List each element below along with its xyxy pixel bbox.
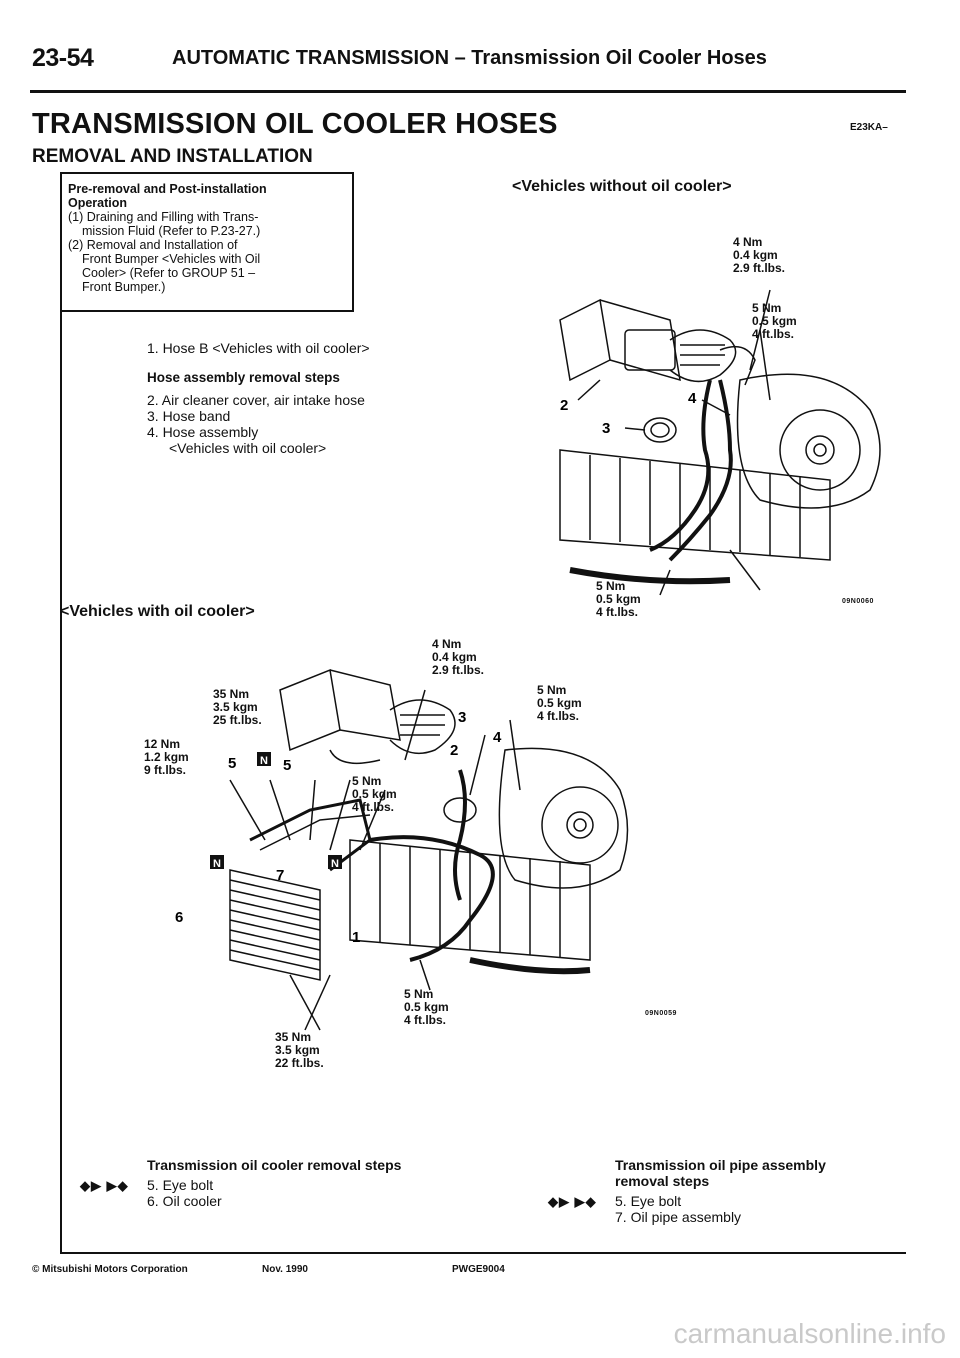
pipe-step-5: 5. Eye bolt [615, 1193, 682, 1209]
bottom-diagram-caption: <Vehicles with oil cooler> [60, 603, 255, 620]
bottom-label-6: 6 [175, 909, 183, 926]
running-title: AUTOMATIC TRANSMISSION – Transmission Oi… [172, 47, 767, 69]
footer-date: Nov. 1990 [262, 1264, 308, 1275]
step-1: 1. Hose B <Vehicles with oil cooler> [147, 340, 370, 356]
torque-value: 4 ft.lbs. [752, 327, 795, 341]
box-item2-line1: (2) Removal and Installation of [68, 238, 238, 252]
cooler-removal-steps: Transmission oil cooler removal steps 5.… [147, 1157, 401, 1209]
box-title-line2: Operation [68, 196, 128, 210]
step-4-note: <Vehicles with oil cooler> [169, 440, 327, 456]
box-item2-line3: Cooler> (Refer to GROUP 51 – [82, 266, 256, 280]
torque-value: 0.4 kgm [733, 248, 778, 262]
bottom-label-7: 7 [276, 867, 284, 884]
bottom-label-1: 1 [352, 929, 360, 946]
torque-value: 0.5 kgm [752, 314, 797, 328]
box-title-line1: Pre-removal and Post-installation [68, 182, 267, 196]
box-item1-line1: (1) Draining and Filling with Trans- [68, 210, 259, 224]
bottom-torque-b: 35 Nm 3.5 kgm 25 ft.lbs. [213, 688, 262, 727]
box-item1-line2: mission Fluid (Refer to P.23-27.) [82, 224, 261, 238]
top-torque-a: 4 Nm 0.4 kgm 2.9 ft.lbs. [733, 236, 785, 275]
bottom-label-5a: 5 [228, 755, 236, 772]
watermark: carmanualsonline.info [673, 1318, 946, 1349]
torque-value: 35 Nm [213, 687, 250, 701]
torque-value: 12 Nm [144, 737, 181, 751]
hose-assembly-heading: Hose assembly removal steps [147, 370, 340, 385]
left-margin-rule [60, 172, 62, 1252]
footer-copyright: © Mitsubishi Motors Corporation [32, 1264, 188, 1275]
top-label-2: 2 [560, 397, 568, 414]
torque-value: 4 ft.lbs. [537, 709, 580, 723]
torque-value: 3.5 kgm [213, 700, 258, 714]
top-label-3: 3 [602, 420, 610, 437]
marker-n-3: N [331, 858, 339, 870]
bottom-diagram-code: 09N0059 [645, 1010, 677, 1017]
removal-installation-symbol-right: ◆▶ ▶◆ [548, 1194, 597, 1209]
section-code: E23KA– [850, 122, 888, 133]
footer-code: PWGE9004 [452, 1264, 505, 1275]
torque-value: 0.5 kgm [352, 787, 397, 801]
pipe-removal-heading-line1: Transmission oil pipe assembly [615, 1157, 826, 1173]
torque-value: 4 Nm [733, 235, 763, 249]
torque-value: 3.5 kgm [275, 1043, 320, 1057]
top-label-4: 4 [688, 390, 697, 407]
torque-value: 4 ft.lbs. [404, 1013, 447, 1027]
torque-value: 35 Nm [275, 1030, 312, 1044]
torque-value: 9 ft.lbs. [144, 763, 187, 777]
torque-value: 5 Nm [752, 301, 782, 315]
top-diagram-caption: <Vehicles without oil cooler> [512, 178, 732, 195]
pipe-removal-heading-line2: removal steps [615, 1173, 710, 1189]
page-number: 23-54 [32, 44, 94, 72]
torque-value: 0.5 kgm [596, 592, 641, 606]
removal-installation-symbol-left: ◆▶ ▶◆ [80, 1178, 129, 1193]
torque-value: 2.9 ft.lbs. [432, 663, 485, 677]
torque-value: 5 Nm [596, 579, 626, 593]
bottom-torque-c: 5 Nm 0.5 kgm 4 ft.lbs. [537, 684, 582, 723]
bottom-torque-a: 4 Nm 0.4 kgm 2.9 ft.lbs. [432, 638, 484, 677]
torque-value: 5 Nm [404, 987, 434, 1001]
cooler-step-5: 5. Eye bolt [147, 1177, 214, 1193]
bottom-label-3: 3 [458, 709, 466, 726]
bottom-label-2: 2 [450, 742, 458, 759]
top-torque-c: 5 Nm 0.5 kgm 4 ft.lbs. [596, 580, 641, 619]
bottom-label-4: 4 [493, 729, 502, 746]
torque-value: 4 Nm [432, 637, 462, 651]
torque-value: 5 Nm [537, 683, 567, 697]
footer-rule [60, 1252, 906, 1254]
bottom-torque-f: 5 Nm 0.5 kgm 4 ft.lbs. [404, 988, 449, 1027]
pipe-removal-steps: Transmission oil pipe assembly removal s… [615, 1157, 826, 1225]
torque-value: 0.5 kgm [537, 696, 582, 710]
torque-value: 2.9 ft.lbs. [733, 261, 786, 275]
torque-value: 1.2 kgm [144, 750, 189, 764]
top-torque-b: 5 Nm 0.5 kgm 4 ft.lbs. [752, 302, 797, 341]
torque-value: 4 ft.lbs. [596, 605, 639, 619]
torque-value: 0.4 kgm [432, 650, 477, 664]
removal-steps: 1. Hose B <Vehicles with oil cooler> Hos… [147, 340, 370, 456]
bottom-torque-g: 35 Nm 3.5 kgm 22 ft.lbs. [275, 1031, 324, 1070]
header-rule [30, 90, 906, 93]
torque-value: 5 Nm [352, 774, 382, 788]
pre-removal-operation-box: Pre-removal and Post-installation Operat… [60, 172, 354, 312]
top-diagram-code: 09N0060 [842, 598, 874, 605]
section-subtitle: REMOVAL AND INSTALLATION [32, 146, 313, 167]
torque-value: 4 ft.lbs. [352, 800, 395, 814]
bottom-torque-d: 12 Nm 1.2 kgm 9 ft.lbs. [144, 738, 189, 777]
torque-value: 25 ft.lbs. [213, 713, 262, 727]
step-2: 2. Air cleaner cover, air intake hose [147, 392, 365, 408]
section-title: TRANSMISSION OIL COOLER HOSES [32, 108, 558, 140]
torque-value: 0.5 kgm [404, 1000, 449, 1014]
box-item2-line4: Front Bumper.) [82, 280, 166, 294]
step-4: 4. Hose assembly [147, 424, 259, 440]
marker-n-2: N [213, 858, 221, 870]
marker-n-1: N [260, 755, 268, 767]
bottom-torque-e: 5 Nm 0.5 kgm 4 ft.lbs. [352, 775, 397, 814]
pipe-step-7: 7. Oil pipe assembly [615, 1209, 742, 1225]
cooler-step-6: 6. Oil cooler [147, 1193, 222, 1209]
cooler-removal-heading: Transmission oil cooler removal steps [147, 1157, 402, 1173]
bottom-diagram-illustration: N N N 5 5 2 3 4 7 6 1 [175, 668, 629, 1031]
torque-value: 22 ft.lbs. [275, 1056, 324, 1070]
box-item2-line2: Front Bumper <Vehicles with Oil [82, 252, 261, 266]
step-3: 3. Hose band [147, 408, 231, 424]
top-diagram-illustration: 2 3 4 [559, 289, 881, 596]
bottom-label-5b: 5 [283, 757, 291, 774]
